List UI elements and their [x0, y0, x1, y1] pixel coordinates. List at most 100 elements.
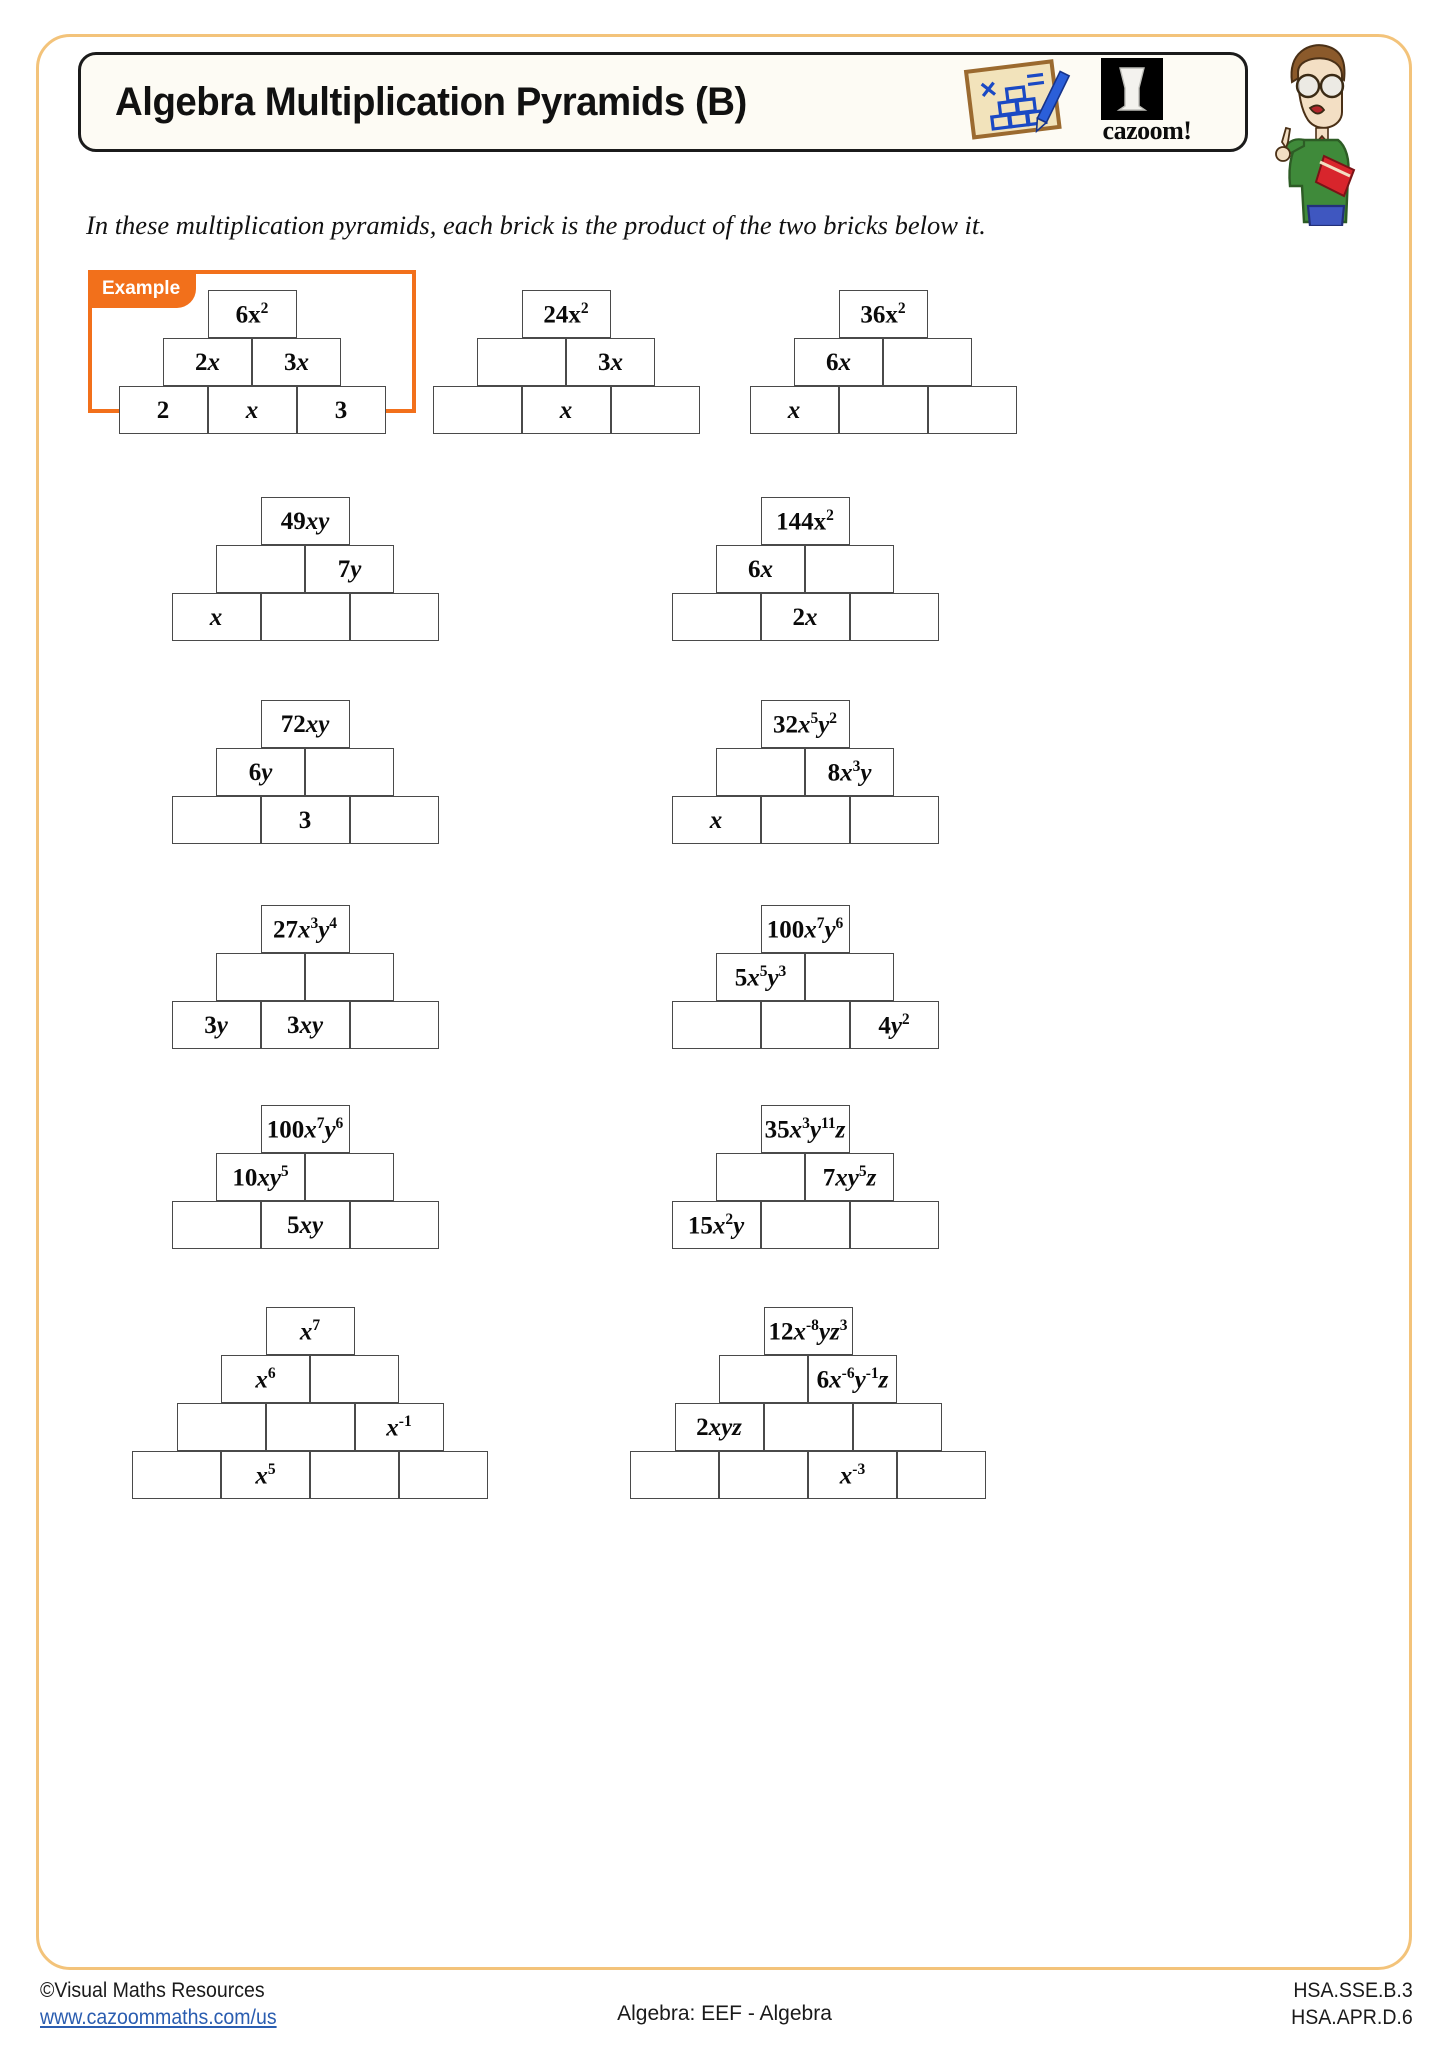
brick-label: 27x3y4: [272, 914, 338, 944]
pyramid-brick[interactable]: [305, 953, 394, 1001]
pyramid-brick[interactable]: 4y2: [849, 1001, 939, 1049]
pyramid-brick[interactable]: 100x7y6: [760, 905, 850, 953]
pyramid-brick[interactable]: [719, 1451, 808, 1499]
pyramid-brick[interactable]: 8x3y: [805, 748, 894, 796]
pyramid-brick[interactable]: x5: [221, 1451, 310, 1499]
pyramid-brick[interactable]: [852, 1403, 942, 1451]
pyramid-brick[interactable]: 35x3y11z: [760, 1105, 850, 1153]
pyramid-brick[interactable]: 3y: [171, 1001, 261, 1049]
cazoom-logo: cazoom!: [1083, 58, 1211, 145]
pyramid-brick[interactable]: 24x2: [521, 290, 611, 338]
pyramid-brick[interactable]: [719, 1355, 808, 1403]
pyramid-brick[interactable]: 27x3y4: [260, 905, 350, 953]
pyramid-brick[interactable]: [132, 1451, 221, 1499]
pyramid-brick[interactable]: [805, 953, 894, 1001]
pyramid-brick[interactable]: [927, 386, 1017, 434]
pyramid-brick[interactable]: 5x5y3: [716, 953, 805, 1001]
pyramid-brick[interactable]: 144x2: [760, 497, 850, 545]
pyramid-brick[interactable]: [610, 386, 700, 434]
pyramid-brick[interactable]: 2x: [760, 593, 850, 641]
pyramid-brick[interactable]: [838, 386, 928, 434]
pyramid-brick[interactable]: [216, 545, 305, 593]
pyramid-brick[interactable]: 36x2: [838, 290, 928, 338]
pyramid-brick[interactable]: x-1: [354, 1403, 444, 1451]
brick-label: x: [787, 396, 801, 424]
footer-copyright-block: ©Visual Maths Resources www.cazoommaths.…: [40, 1978, 277, 2032]
pyramid-brick[interactable]: 3x: [252, 338, 341, 386]
pyramid-brick[interactable]: [897, 1451, 986, 1499]
pyramid-brick[interactable]: [176, 1403, 266, 1451]
pyramid-brick[interactable]: 10xy5: [216, 1153, 305, 1201]
pyramid-brick[interactable]: 100x7y6: [260, 1105, 350, 1153]
pyramid-brick[interactable]: x: [207, 386, 297, 434]
pyramid-brick[interactable]: [260, 593, 350, 641]
brick-label: x: [209, 603, 223, 631]
brick-label: 6y: [248, 758, 273, 786]
brick-label: x5: [255, 1460, 276, 1490]
pyramid-brick[interactable]: [349, 593, 439, 641]
pyramid-brick[interactable]: x7: [265, 1307, 355, 1355]
pyramid-brick[interactable]: [310, 1451, 399, 1499]
brick-label: 3y: [204, 1011, 228, 1039]
pyramid-brick[interactable]: [883, 338, 972, 386]
pyramid-brick[interactable]: 2xyz: [674, 1403, 764, 1451]
pyramid-brick[interactable]: [310, 1355, 399, 1403]
pyramid-brick[interactable]: [805, 545, 894, 593]
pyramid-brick[interactable]: 7y: [305, 545, 394, 593]
pyramid-brick[interactable]: [849, 1201, 939, 1249]
pyramid-brick[interactable]: [671, 593, 761, 641]
pyramid-brick[interactable]: [763, 1403, 853, 1451]
pyramid-brick[interactable]: [305, 1153, 394, 1201]
pyramid-brick[interactable]: 6x2: [207, 290, 297, 338]
pyramid-brick[interactable]: 3xy: [260, 1001, 350, 1049]
brick-label: 5x5y3: [734, 962, 787, 992]
pyramid-brick[interactable]: 15x2y: [671, 1201, 761, 1249]
pyramid-brick[interactable]: [305, 748, 394, 796]
pyramid-brick[interactable]: 49xy: [260, 497, 350, 545]
pyramid-brick[interactable]: 32x5y2: [760, 700, 850, 748]
pyramid-brick[interactable]: 5xy: [260, 1201, 350, 1249]
pyramid-brick[interactable]: 3: [296, 386, 386, 434]
pyramid-brick[interactable]: [349, 1201, 439, 1249]
pyramid-brick[interactable]: 6x-6y-1z: [808, 1355, 897, 1403]
multiplication-pyramid-note-icon: [960, 58, 1072, 144]
pyramid-brick[interactable]: [171, 796, 261, 844]
pyramid-brick[interactable]: x: [521, 386, 611, 434]
brick-label: 35x3y11z: [764, 1114, 846, 1144]
footer-website-link[interactable]: www.cazoommaths.com/us: [40, 2005, 277, 2029]
example-tag: Example: [88, 270, 197, 308]
pyramid-brick[interactable]: 2x: [163, 338, 252, 386]
pyramid-brick[interactable]: [671, 1001, 761, 1049]
pyramid-brick[interactable]: [849, 796, 939, 844]
pyramid-brick[interactable]: 6y: [216, 748, 305, 796]
pyramid-brick[interactable]: 6x: [716, 545, 805, 593]
pyramid-brick[interactable]: [760, 1001, 850, 1049]
pyramid-brick[interactable]: [630, 1451, 719, 1499]
brick-label: 6x: [748, 555, 773, 583]
pyramid-brick[interactable]: x: [671, 796, 761, 844]
pyramid-brick[interactable]: [760, 796, 850, 844]
pyramid-brick[interactable]: 72xy: [260, 700, 350, 748]
pyramid-brick[interactable]: 7xy5z: [805, 1153, 894, 1201]
pyramid-brick[interactable]: x: [171, 593, 261, 641]
pyramid-brick[interactable]: x6: [221, 1355, 310, 1403]
pyramid-brick[interactable]: [716, 748, 805, 796]
pyramid-brick[interactable]: [849, 593, 939, 641]
pyramid-brick[interactable]: [349, 796, 439, 844]
pyramid-brick[interactable]: [171, 1201, 261, 1249]
pyramid-brick[interactable]: [349, 1001, 439, 1049]
pyramid-brick[interactable]: 2: [118, 386, 208, 434]
pyramid-brick[interactable]: [716, 1153, 805, 1201]
pyramid-brick[interactable]: [477, 338, 566, 386]
pyramid-brick[interactable]: x-3: [808, 1451, 897, 1499]
pyramid-brick[interactable]: x: [749, 386, 839, 434]
pyramid-brick[interactable]: [432, 386, 522, 434]
pyramid-brick[interactable]: [760, 1201, 850, 1249]
pyramid-brick[interactable]: [399, 1451, 488, 1499]
pyramid-brick[interactable]: 3: [260, 796, 350, 844]
pyramid-brick[interactable]: 12x-8yz3: [763, 1307, 853, 1355]
pyramid-brick[interactable]: 6x: [794, 338, 883, 386]
pyramid-brick[interactable]: [265, 1403, 355, 1451]
pyramid-brick[interactable]: [216, 953, 305, 1001]
pyramid-brick[interactable]: 3x: [566, 338, 655, 386]
